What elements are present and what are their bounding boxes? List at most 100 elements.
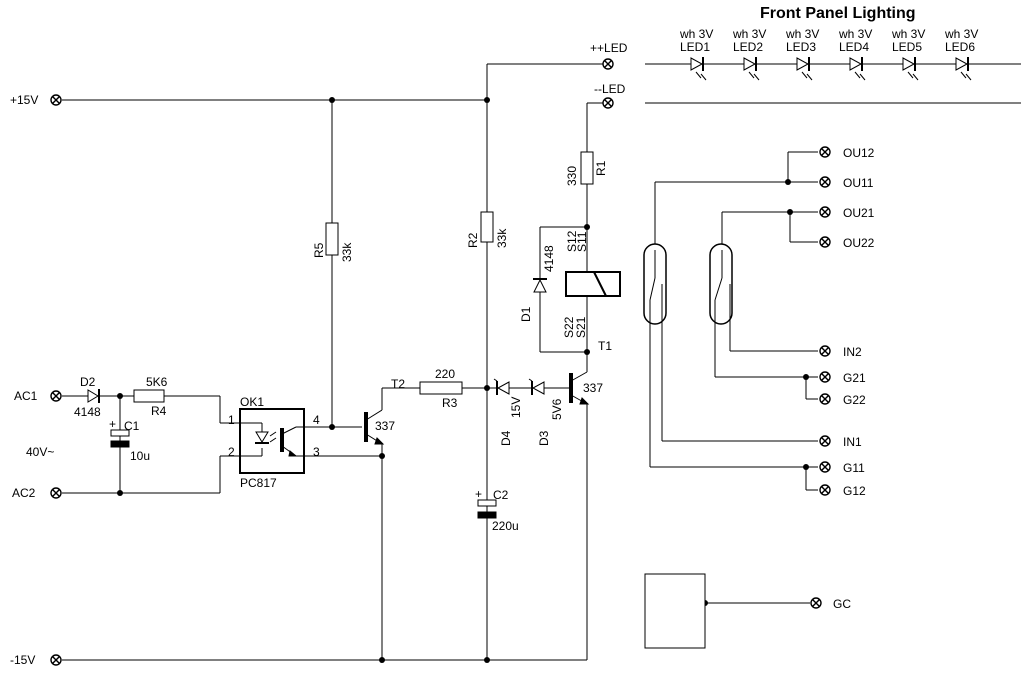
transistor-t2	[364, 409, 385, 445]
terminal-ou11[interactable]	[819, 176, 831, 188]
label-ou11: OU11	[843, 176, 874, 190]
led-6	[955, 57, 972, 81]
led-3	[796, 57, 813, 81]
ok1-pin4: 4	[313, 413, 320, 427]
terminal-ac2[interactable]	[50, 487, 62, 499]
reed-contact-2	[709, 243, 733, 325]
c2-ref: C2	[493, 488, 509, 502]
led-6-ref: LED6	[945, 40, 975, 54]
led-5	[902, 57, 919, 81]
c1-plus: +	[109, 417, 116, 431]
diagram-title: Front Panel Lighting	[760, 5, 916, 22]
r5-ref: R5	[312, 242, 326, 258]
wires	[62, 63, 1021, 661]
led-2-ref: LED2	[733, 40, 763, 54]
label-m15: -15V	[10, 653, 35, 667]
d3-ref: D3	[537, 430, 551, 446]
led-2-type: wh 3V	[732, 27, 766, 41]
zener-d3	[528, 378, 545, 395]
terminal-led-plus[interactable]	[602, 58, 614, 70]
transistor-t1	[569, 371, 590, 405]
label-in2: IN2	[843, 345, 862, 359]
terminal-led-minus[interactable]	[602, 97, 614, 109]
label-g22: G22	[843, 393, 866, 407]
d4-value: 15V	[509, 397, 523, 418]
t2-ref: T2	[391, 377, 405, 391]
resistor-r5	[325, 222, 339, 256]
label-ac2: AC2	[12, 486, 36, 500]
led-3-ref: LED3	[786, 40, 816, 54]
capacitor-c1	[110, 429, 130, 448]
r1-value: 330	[565, 166, 579, 186]
terminal-gc[interactable]	[810, 597, 822, 609]
label-ou21: OU21	[843, 206, 875, 220]
terminal-in1[interactable]	[819, 435, 831, 447]
terminal-m15[interactable]	[50, 654, 62, 666]
optocoupler-ok1	[239, 408, 305, 474]
d1-value: 4148	[542, 245, 556, 272]
label-led-plus: ++LED	[590, 41, 628, 55]
ok1-pin1: 1	[228, 413, 235, 427]
ok1-value: PC817	[240, 476, 277, 490]
led-1-ref: LED1	[680, 40, 710, 54]
label-g11: G11	[843, 461, 865, 475]
r4-ref: R4	[151, 404, 167, 418]
led-5-ref: LED5	[892, 40, 922, 54]
c1-value: 10u	[130, 449, 150, 463]
label-in1: IN1	[843, 435, 862, 449]
label-gc: GC	[833, 597, 851, 611]
terminal-ou22[interactable]	[819, 236, 831, 248]
r3-ref: R3	[442, 396, 458, 410]
r5-value: 33k	[340, 242, 354, 262]
relay-s21: S21	[574, 316, 588, 338]
terminal-g21[interactable]	[819, 371, 831, 383]
ok1-pin3: 3	[313, 445, 320, 459]
terminal-g11[interactable]	[819, 461, 831, 473]
led-4-type: wh 3V	[838, 27, 872, 41]
terminal-ac1[interactable]	[50, 390, 62, 402]
c1-ref: C1	[124, 419, 140, 433]
r1-ref: R1	[594, 160, 608, 176]
capacitor-c2	[477, 499, 497, 519]
d2-ref: D2	[80, 375, 96, 389]
label-ac-voltage: 40V~	[26, 445, 54, 459]
relay-s22: S22	[562, 316, 576, 338]
t2-value: 337	[375, 419, 395, 433]
resistor-r3	[419, 381, 463, 395]
gc-box	[644, 573, 706, 649]
relay-s11: S11	[575, 231, 589, 252]
terminal-ou12[interactable]	[819, 146, 831, 158]
led-5-type: wh 3V	[891, 27, 925, 41]
d3-value: 5V6	[550, 398, 564, 420]
label-led-minus: --LED	[594, 82, 626, 96]
led-1	[690, 57, 707, 81]
c2-value: 220u	[492, 519, 519, 533]
t1-ref: T1	[598, 339, 612, 353]
ok1-ref: OK1	[240, 395, 264, 409]
relay-s12: S12	[565, 230, 579, 252]
led-4	[849, 57, 866, 81]
terminal-in2[interactable]	[819, 345, 831, 357]
resistor-r1	[580, 151, 594, 185]
ok1-pin2: 2	[228, 445, 235, 459]
terminal-g12[interactable]	[819, 484, 831, 496]
d4-ref: D4	[499, 430, 513, 446]
zener-d4	[493, 378, 510, 395]
r4-value: 5K6	[146, 375, 168, 389]
resistor-r2	[480, 211, 494, 243]
terminal-ou21[interactable]	[819, 206, 831, 218]
r3-value: 220	[435, 367, 455, 381]
terminal-p15[interactable]	[50, 94, 62, 106]
t1-value: 337	[583, 381, 603, 395]
terminal-g22[interactable]	[819, 393, 831, 405]
d2-value: 4148	[74, 405, 101, 419]
label-ou12: OU12	[843, 146, 875, 160]
label-g21: G21	[843, 371, 866, 385]
c2-plus: +	[475, 487, 482, 501]
led-3-type: wh 3V	[785, 27, 819, 41]
relay-coil	[565, 271, 621, 297]
led-2	[743, 57, 760, 81]
led-4-ref: LED4	[839, 40, 869, 54]
